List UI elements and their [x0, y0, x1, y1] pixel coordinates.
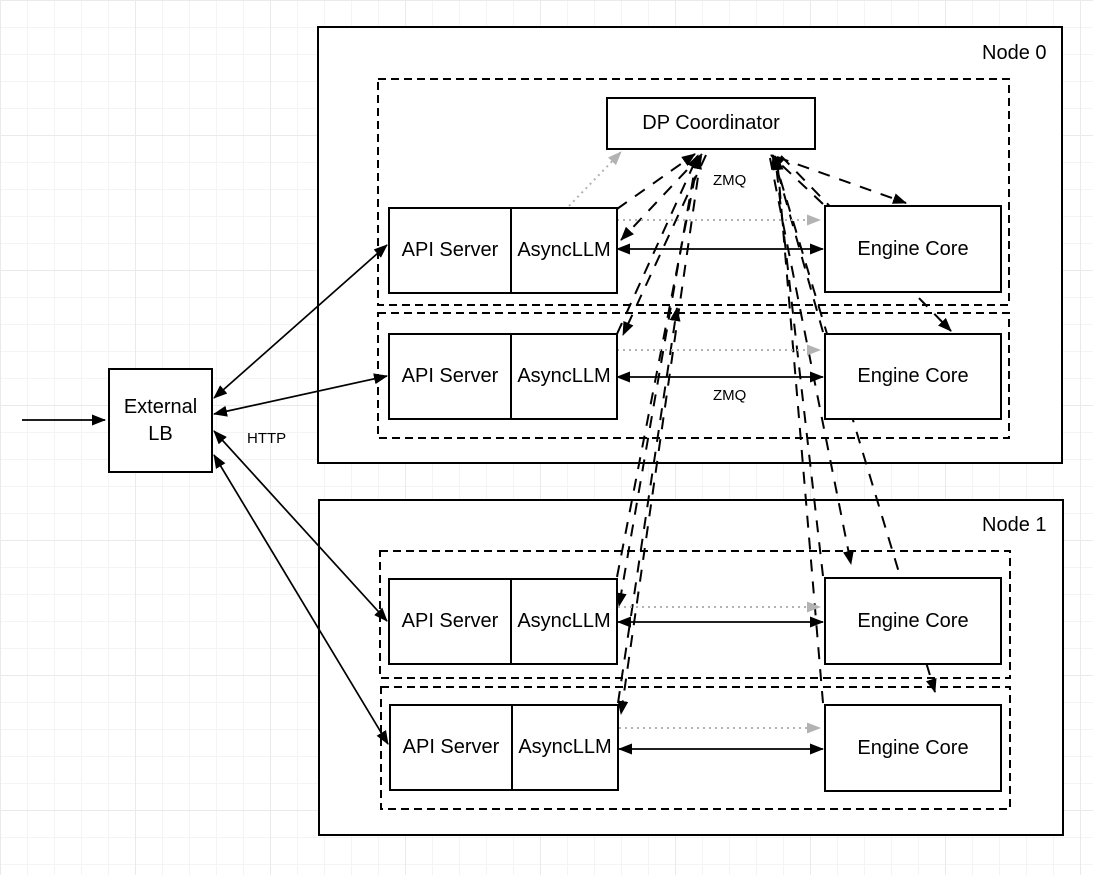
api-server-1-box: API Server — [388, 207, 512, 294]
http-label: HTTP — [247, 430, 287, 447]
external-lb-label: External LB — [123, 395, 198, 445]
api-asyncllm-pair-2: API Server AsyncLLM — [388, 333, 618, 420]
dotted-links — [568, 151, 821, 734]
arrow-lb-apiserver2 — [213, 373, 388, 417]
engine-core-4-box: Engine Core — [824, 704, 1002, 792]
engine-core-3-box: Engine Core — [824, 577, 1002, 665]
node1-label: Node 1 — [982, 514, 1047, 536]
dp-coordinator-box: DP Coordinator — [606, 97, 816, 150]
arrow-enginecore1-to-dp — [770, 154, 824, 205]
async-llm-3-box: AsyncLLM — [512, 578, 618, 665]
replica-container-1 — [377, 78, 1010, 306]
api-asyncllm-pair-1: API Server AsyncLLM — [388, 207, 618, 294]
dp-coordinator-label: DP Coordinator — [642, 112, 780, 134]
api-server-4-box: API Server — [389, 704, 513, 791]
arrow-dp-to-enginecore3 — [769, 157, 854, 565]
api-asyncllm-pair-4: API Server AsyncLLM — [389, 704, 619, 791]
engine-core-2-box: Engine Core — [824, 333, 1002, 420]
async-llm-1-box: AsyncLLM — [512, 207, 618, 294]
external-lb-box: External LB — [108, 368, 213, 473]
arrow-dp-to-enginecore1 — [776, 156, 907, 204]
node0-label: Node 0 — [982, 42, 1047, 64]
api-server-3-box: API Server — [388, 578, 512, 665]
arrow-asyncllm1-to-dp — [616, 153, 696, 210]
solid-links — [22, 243, 824, 755]
zmq-label-row2: ZMQ — [713, 387, 747, 404]
async-llm-4-box: AsyncLLM — [513, 704, 619, 791]
arrow-lb-apiserver1 — [213, 244, 388, 399]
replica-container-4 — [380, 686, 1011, 810]
dotted-asyncllm1-dp — [568, 151, 622, 207]
api-server-2-box: API Server — [388, 333, 512, 420]
engine-core-1-box: Engine Core — [824, 205, 1002, 293]
async-llm-2-box: AsyncLLM — [512, 333, 618, 420]
arrow-dp-to-asyncllm1 — [620, 153, 703, 241]
api-asyncllm-pair-3: API Server AsyncLLM — [388, 578, 618, 665]
arrow-lb-apiserver4 — [213, 454, 389, 745]
zmq-label-top: ZMQ — [713, 172, 747, 189]
